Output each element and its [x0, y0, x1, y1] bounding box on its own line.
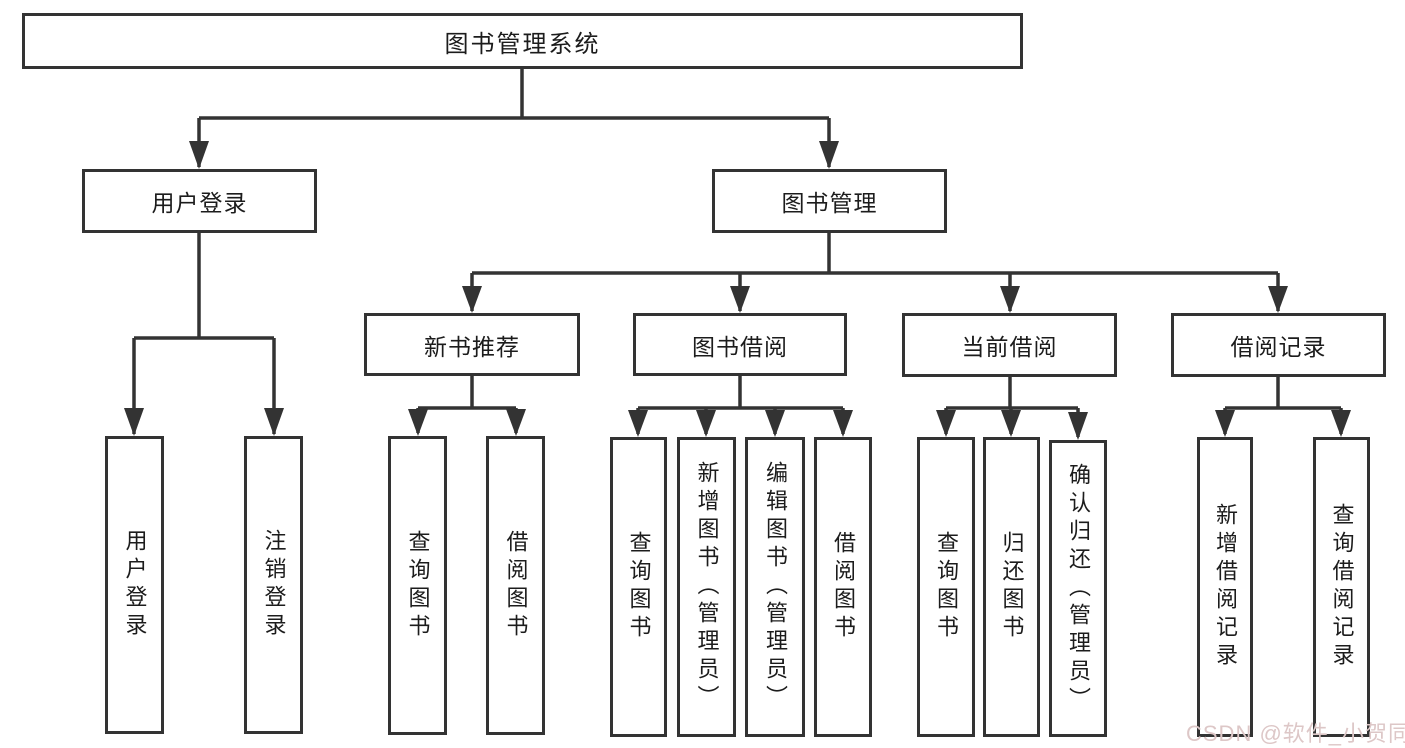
- node-query-book-3: 查询图书: [917, 437, 975, 737]
- arrowhead: [1331, 410, 1351, 437]
- arrowhead: [189, 141, 209, 169]
- arrowhead: [264, 408, 284, 436]
- arrowhead: [124, 408, 144, 436]
- arrowhead: [1000, 286, 1020, 313]
- node-query-borrow-record: 查询借阅记录: [1313, 437, 1370, 737]
- branch-user-login: [124, 233, 284, 436]
- arrowhead: [408, 409, 428, 436]
- arrowhead: [730, 286, 750, 313]
- node-new-book-rec: 新书推荐: [364, 313, 580, 376]
- arrowhead: [936, 410, 956, 437]
- node-logout-leaf: 注销登录: [244, 436, 303, 734]
- node-current-borrow: 当前借阅: [902, 313, 1117, 377]
- node-user-login: 用户登录: [82, 169, 317, 233]
- node-root: 图书管理系统: [22, 13, 1023, 69]
- branch-root: [189, 69, 839, 169]
- arrowhead: [1268, 286, 1288, 313]
- branch-new-book-rec: [408, 376, 526, 436]
- node-query-book-1: 查询图书: [388, 436, 447, 735]
- node-borrow-book-2: 借阅图书: [814, 437, 872, 737]
- node-user-login-leaf: 用户登录: [105, 436, 164, 734]
- node-book-borrow: 图书借阅: [633, 313, 847, 376]
- arrowhead: [1215, 410, 1235, 437]
- arrowhead: [628, 410, 648, 437]
- arrowhead: [506, 409, 526, 436]
- node-add-book-admin: 新增图书（管理员）: [677, 437, 736, 737]
- branch-book-borrow: [628, 376, 853, 437]
- node-borrow-book-1: 借阅图书: [486, 436, 545, 735]
- arrowhead: [696, 410, 716, 437]
- arrowhead: [1068, 412, 1088, 440]
- arrowhead: [819, 141, 839, 169]
- node-edit-book-admin: 编辑图书（管理员）: [745, 437, 805, 737]
- node-confirm-return-admin: 确认归还（管理员）: [1049, 440, 1107, 737]
- arrowhead: [833, 410, 853, 437]
- branch-borrow-records: [1215, 377, 1351, 437]
- node-return-book: 归还图书: [983, 437, 1040, 737]
- arrowhead: [765, 410, 785, 437]
- branch-book-mgmt: [462, 233, 1288, 313]
- csdn-watermark: CSDN @软件_小贺同学: [1186, 721, 1405, 746]
- arrowhead: [462, 286, 482, 313]
- arrowhead: [1001, 410, 1021, 437]
- node-book-mgmt: 图书管理: [712, 169, 947, 233]
- node-add-borrow-record: 新增借阅记录: [1197, 437, 1253, 737]
- node-query-book-2: 查询图书: [610, 437, 667, 737]
- node-borrow-records: 借阅记录: [1171, 313, 1386, 377]
- branch-current-borrow: [936, 377, 1088, 440]
